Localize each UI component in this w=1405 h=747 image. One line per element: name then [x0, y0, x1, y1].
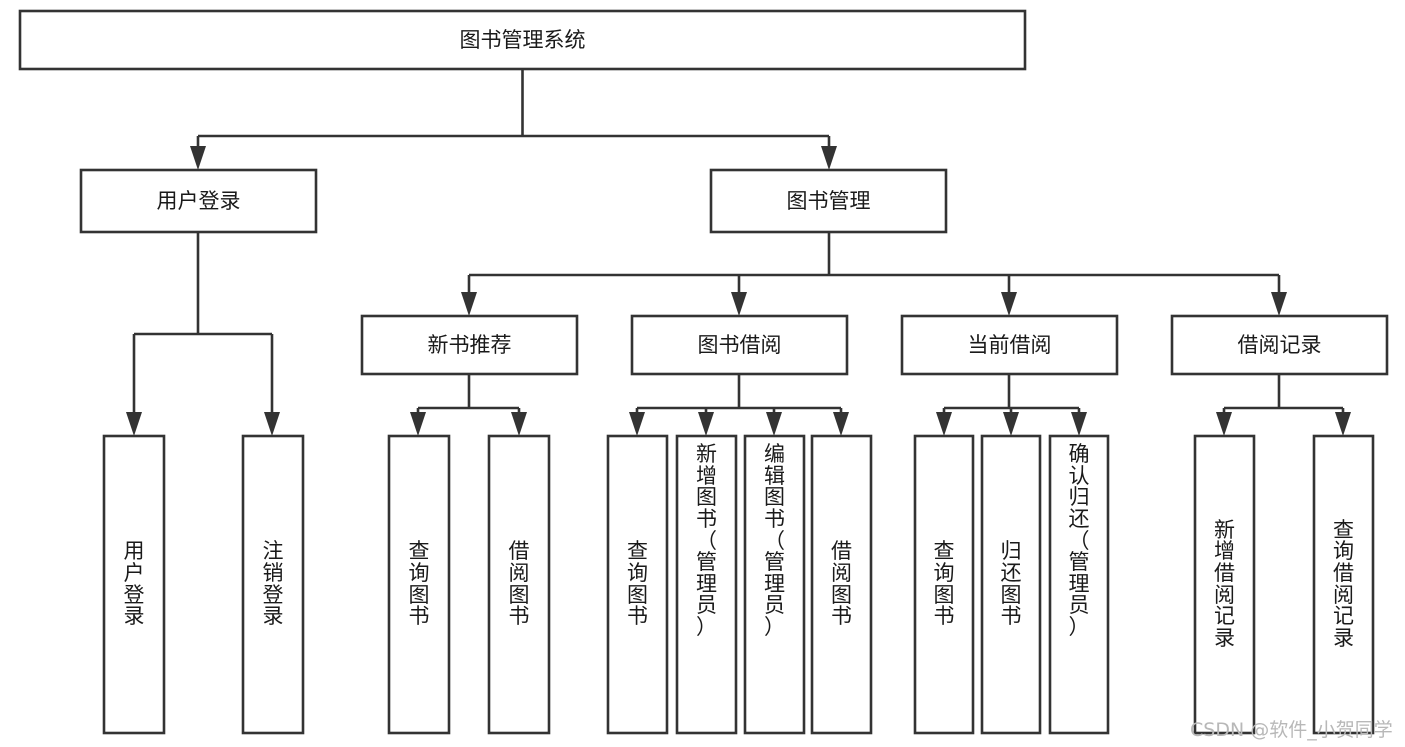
arrow-head-leaf-edit-book: [766, 412, 782, 436]
node-current-borrow-label: 当前借阅: [968, 333, 1052, 357]
leaf-box-query-record[interactable]: [1312, 434, 1375, 735]
arrow-head-leaf-return-book: [1003, 412, 1019, 436]
node-current-borrow[interactable]: 当前借阅: [900, 314, 1119, 376]
node-book-borrow[interactable]: 图书借阅: [630, 314, 849, 376]
connector-group-new-book-recommend: [410, 374, 527, 436]
node-borrow-record-box[interactable]: [1170, 314, 1389, 376]
connector-group-current-borrow: [936, 374, 1087, 436]
leaf-box-query-book-2[interactable]: [606, 434, 669, 735]
connector-group-book-manage: [461, 232, 1287, 316]
arrow-head-leaf-confirm-return: [1071, 412, 1087, 436]
arrow-head-leaf-user-logout: [264, 412, 280, 436]
node-new-book-recommend-label: 新书推荐: [428, 333, 512, 357]
connector-group-root: [190, 69, 837, 170]
connector-group-book-borrow: [629, 374, 849, 436]
leaf-box-add-record[interactable]: [1193, 434, 1256, 735]
leaf-box-user-logout[interactable]: [241, 434, 305, 735]
node-book-manage[interactable]: 图书管理: [709, 168, 948, 234]
arrow-head-leaf-query-book-3: [936, 412, 952, 436]
node-borrow-record[interactable]: 借阅记录: [1170, 314, 1389, 376]
arrow-head-leaf-query-book-2: [629, 412, 645, 436]
leaf-box-edit-book[interactable]: [743, 434, 806, 735]
leaf-box-return-book[interactable]: [980, 434, 1042, 735]
arrow-head-current-borrow: [1001, 292, 1017, 316]
node-current-borrow-box[interactable]: [900, 314, 1119, 376]
leaf-box-query-book-1[interactable]: [387, 434, 451, 735]
arrow-head-borrow-record: [1271, 292, 1287, 316]
arrow-head-user-login: [190, 146, 206, 170]
arrow-head-leaf-borrow-book-2: [833, 412, 849, 436]
leaf-boxes: [102, 434, 1375, 735]
node-book-borrow-box[interactable]: [630, 314, 849, 376]
arrow-head-new-book-recommend: [461, 292, 477, 316]
arrow-head-leaf-user-login: [126, 412, 142, 436]
leaf-box-confirm-return[interactable]: [1048, 434, 1110, 735]
node-user-login-box[interactable]: [79, 168, 318, 234]
node-new-book-recommend-box[interactable]: [360, 314, 579, 376]
arrow-head-leaf-borrow-book-1: [511, 412, 527, 436]
leaf-box-user-login[interactable]: [102, 434, 166, 735]
node-user-login[interactable]: 用户登录: [79, 168, 318, 234]
connector-group-user-login: [126, 232, 280, 436]
node-new-book-recommend[interactable]: 新书推荐: [360, 314, 579, 376]
node-book-manage-label: 图书管理: [787, 189, 871, 213]
arrow-head-book-manage: [821, 146, 837, 170]
arrow-head-leaf-add-book: [698, 412, 714, 436]
node-root-label: 图书管理系统: [460, 28, 586, 52]
connector-group-borrow-record: [1216, 374, 1351, 436]
leaf-box-query-book-3[interactable]: [913, 434, 975, 735]
node-root-box[interactable]: [18, 9, 1027, 71]
leaf-box-add-book[interactable]: [675, 434, 738, 735]
leaf-box-borrow-book-2[interactable]: [810, 434, 873, 735]
node-book-borrow-label: 图书借阅: [698, 333, 782, 357]
node-root[interactable]: 图书管理系统: [18, 9, 1027, 71]
leaf-box-borrow-book-1[interactable]: [487, 434, 551, 735]
node-user-login-label: 用户登录: [157, 189, 241, 213]
arrow-head-book-borrow: [731, 292, 747, 316]
arrow-head-leaf-query-book-1: [410, 412, 426, 436]
node-borrow-record-label: 借阅记录: [1238, 333, 1322, 357]
arrow-head-leaf-add-record: [1216, 412, 1232, 436]
node-book-manage-box[interactable]: [709, 168, 948, 234]
arrow-head-leaf-query-record: [1335, 412, 1351, 436]
